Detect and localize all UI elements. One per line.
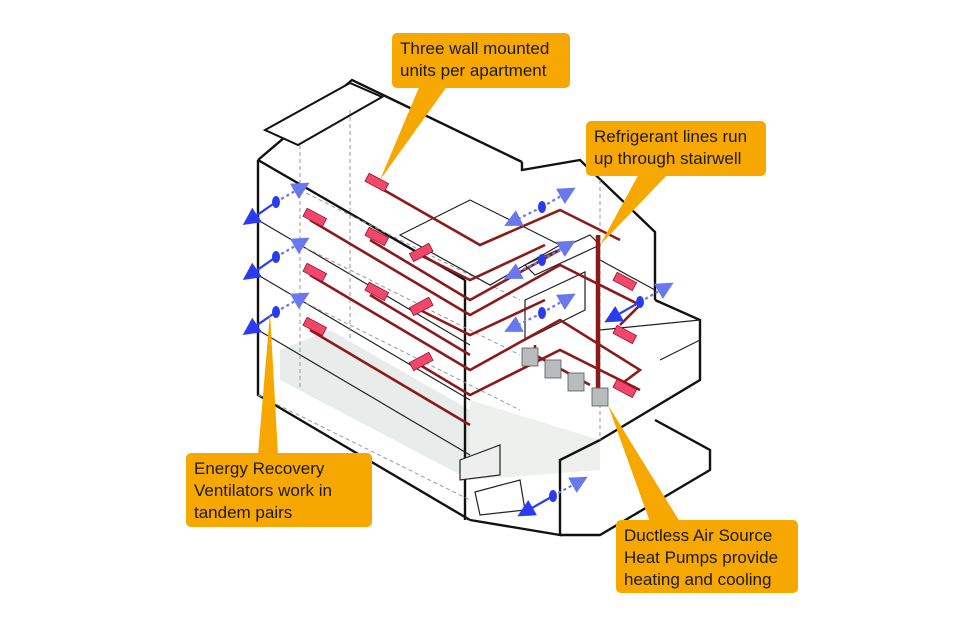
wall-unit <box>302 316 328 337</box>
callout-pointers <box>258 85 680 522</box>
erv-airflow-arrows <box>242 182 674 517</box>
callout-line: Ventilators work in <box>194 481 332 500</box>
heat-pumps <box>521 347 609 407</box>
callout-line: Ductless Air Source <box>624 526 773 545</box>
callout-line: Energy Recovery <box>194 459 325 478</box>
ground-shading <box>280 330 600 480</box>
erv-pair <box>517 476 588 517</box>
wall-mounted-units <box>302 172 638 399</box>
callout-heat-pumps: Ductless Air Source Heat Pumps provide h… <box>616 520 798 593</box>
erv-pair <box>604 282 674 323</box>
wall-unit <box>302 207 328 228</box>
heat-pump <box>521 347 539 367</box>
pointer-erv <box>258 312 278 455</box>
callout-line: Heat Pumps provide <box>624 548 779 567</box>
erv-pair <box>242 182 310 226</box>
erv-pair <box>504 293 576 332</box>
pointer-heat-pumps <box>608 405 680 522</box>
erv-pair <box>242 237 310 281</box>
pointer-wall-units <box>380 85 448 180</box>
wall-unit <box>612 271 638 292</box>
callout-line: Refrigerant lines run <box>594 127 748 146</box>
callout-line: up through stairwell <box>594 149 742 168</box>
wall-unit <box>364 226 390 247</box>
wall-unit <box>364 172 390 193</box>
wall-unit <box>612 324 638 345</box>
callout-line: tandem pairs <box>194 503 293 522</box>
wall-unit <box>364 281 390 302</box>
callout-line: Three wall mounted <box>400 39 550 58</box>
callout-line: units per apartment <box>400 61 547 80</box>
wall-unit <box>612 378 638 399</box>
heat-pump <box>544 359 562 379</box>
heat-pump <box>567 372 585 392</box>
wall-unit <box>408 296 434 317</box>
wall-unit <box>408 242 434 263</box>
callout-wall-units: Three wall mounted units per apartment <box>392 33 570 88</box>
erv-pair <box>504 240 576 279</box>
erv-pair <box>242 292 310 336</box>
callout-energy-recovery-ventilators: Energy Recovery Ventilators work in tand… <box>186 453 372 527</box>
wall-unit <box>408 351 434 372</box>
heat-pump <box>591 387 609 407</box>
erv-pair <box>504 187 576 226</box>
pointer-refrigerant <box>600 172 670 245</box>
callout-line: heating and cooling <box>624 570 772 589</box>
wall-unit <box>302 262 328 283</box>
callout-refrigerant-lines: Refrigerant lines run up through stairwe… <box>586 121 766 176</box>
